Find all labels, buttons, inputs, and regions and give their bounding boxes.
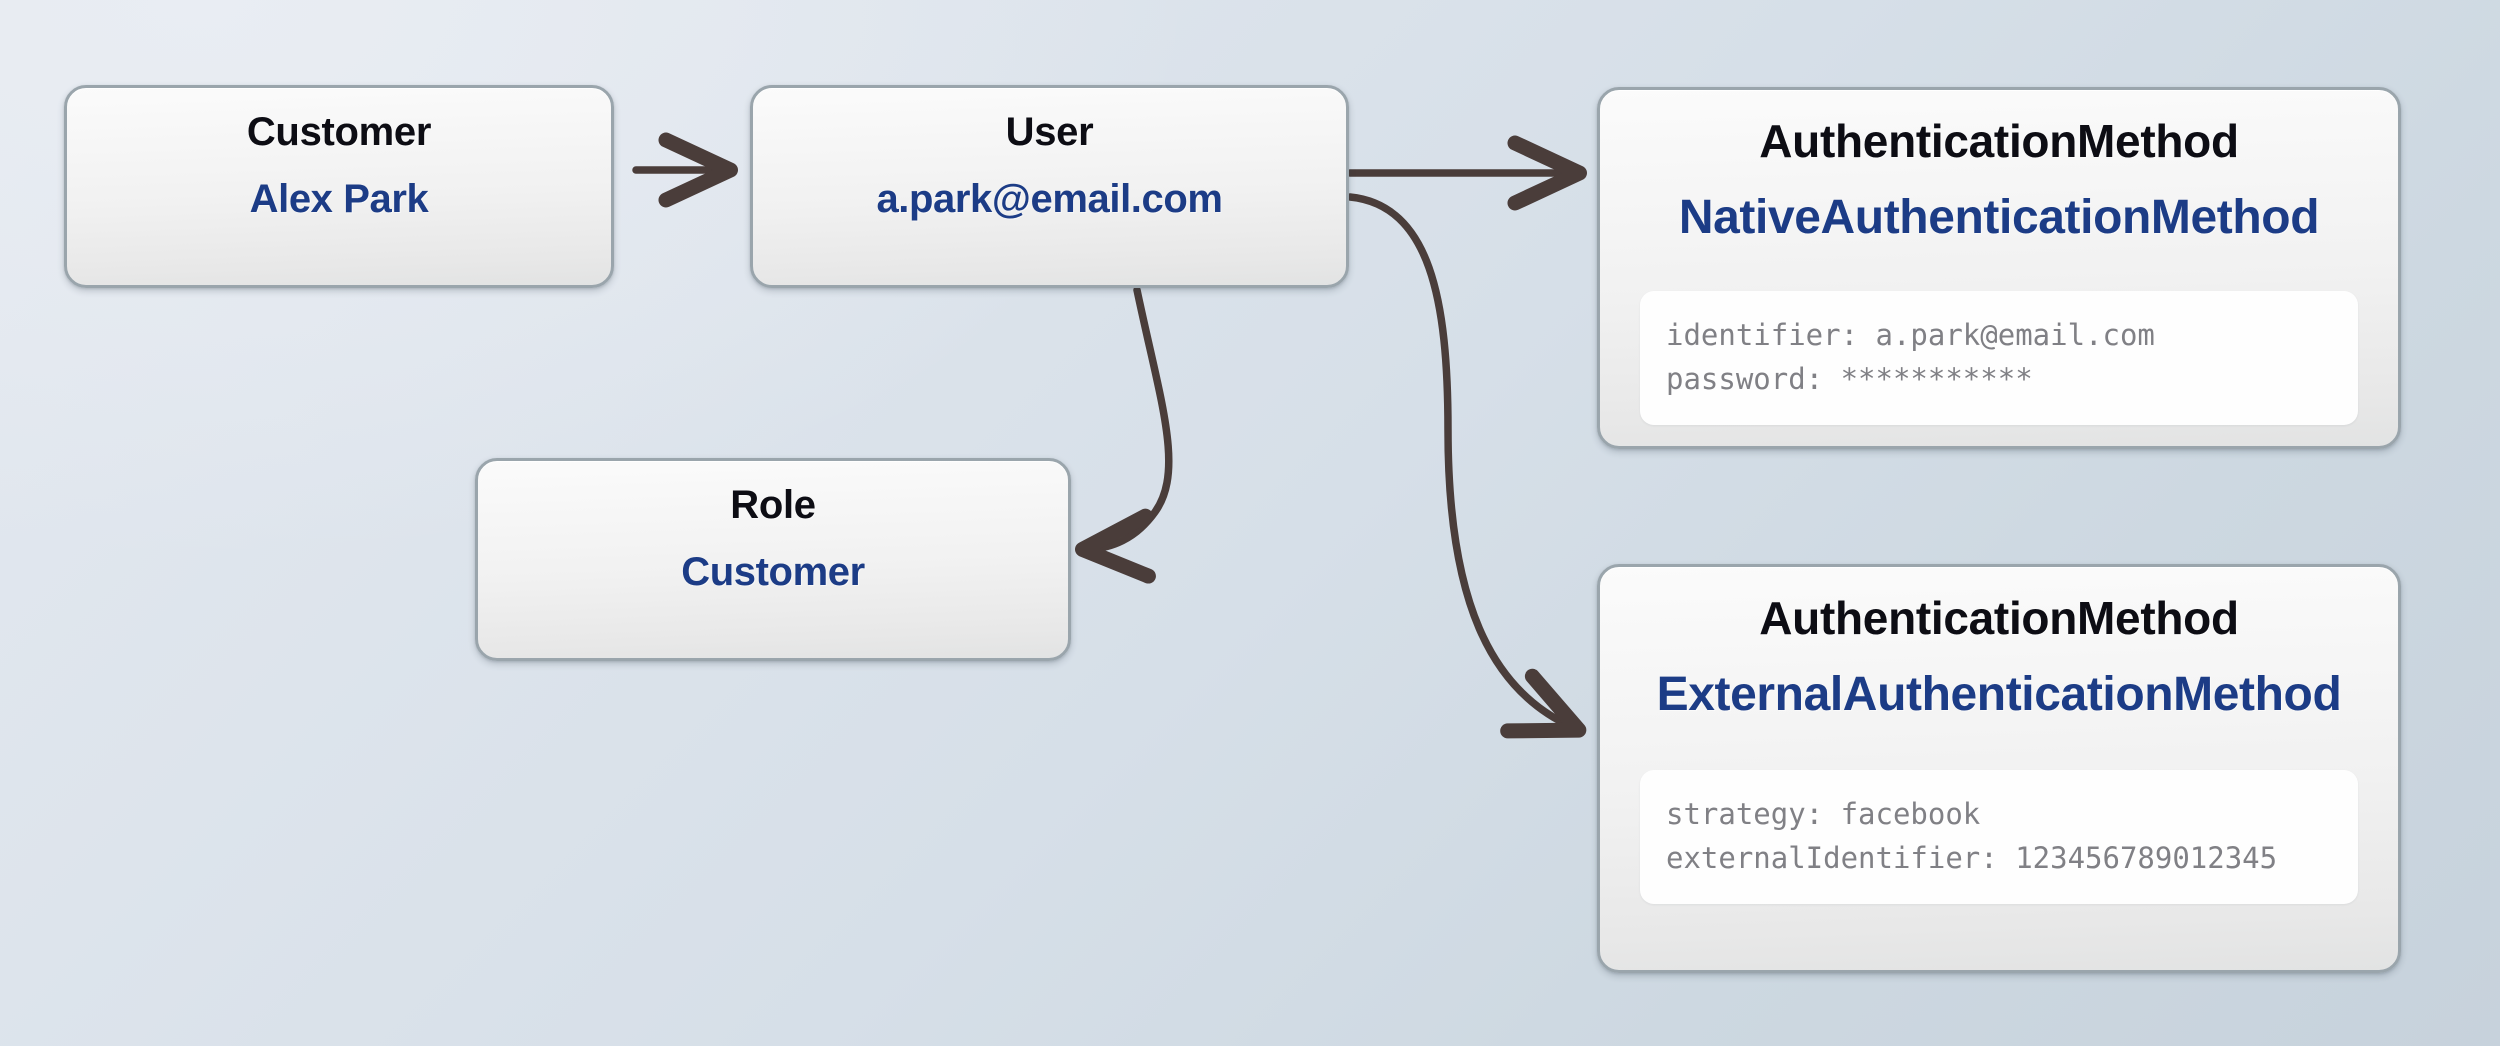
- node-customer-value: Alex Park: [249, 177, 429, 221]
- edge-user-to-external-auth: [1346, 193, 1587, 739]
- node-native-auth-value: NativeAuthenticationMethod: [1678, 191, 2320, 244]
- node-user[interactable]: User a.park@email.com: [750, 85, 1349, 288]
- property-row: externalIdentifier: 123456789012345: [1666, 841, 2278, 876]
- node-external-auth-type: AuthenticationMethod: [1759, 592, 2239, 644]
- node-user-type: User: [1005, 110, 1094, 154]
- node-role-type: Role: [730, 483, 816, 527]
- node-customer[interactable]: Customer Alex Park: [64, 85, 614, 288]
- node-role[interactable]: Role Customer: [475, 458, 1071, 661]
- node-native-auth-properties: identifier: a.park@email.com password: *…: [1640, 291, 2358, 426]
- edge-user-to-role: [1075, 286, 1173, 584]
- property-row: password: ***********: [1666, 362, 2033, 397]
- node-native-authentication-method[interactable]: AuthenticationMethod NativeAuthenticatio…: [1597, 87, 2401, 449]
- node-role-value: Customer: [681, 550, 865, 594]
- node-external-auth-properties: strategy: facebook externalIdentifier: 1…: [1640, 770, 2358, 905]
- node-external-authentication-method[interactable]: AuthenticationMethod ExternalAuthenticat…: [1597, 564, 2401, 973]
- property-row: identifier: a.park@email.com: [1666, 318, 2155, 352]
- node-customer-type: Customer: [246, 110, 432, 154]
- node-user-value: a.park@email.com: [876, 177, 1223, 221]
- node-external-auth-value: ExternalAuthenticationMethod: [1656, 668, 2342, 721]
- property-row: strategy: facebook: [1666, 797, 1981, 831]
- node-native-auth-type: AuthenticationMethod: [1759, 115, 2239, 167]
